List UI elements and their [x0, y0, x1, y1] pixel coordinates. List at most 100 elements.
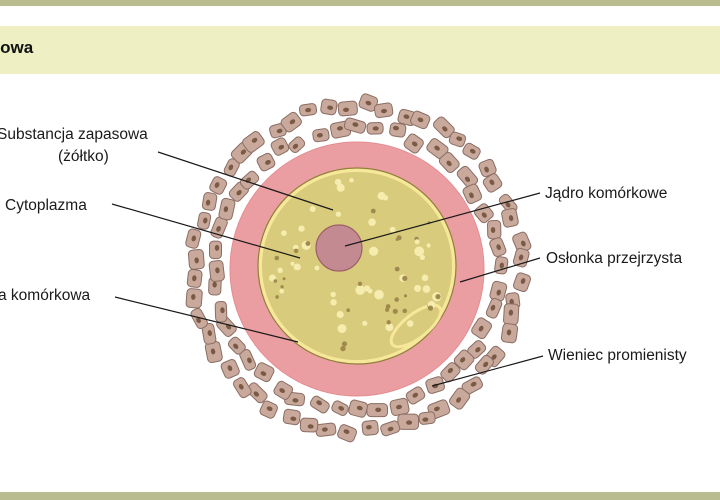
corona-cell: [403, 133, 424, 154]
cytoplasm-speck: [403, 294, 408, 298]
cytoplasm-speck: [394, 297, 400, 302]
yolk-granule: [334, 178, 342, 186]
corona-cell: [337, 424, 358, 443]
yolk-granule: [337, 324, 347, 334]
yolk-granule: [330, 291, 336, 298]
corona-cell: [269, 122, 287, 139]
yolk-granule: [363, 285, 370, 292]
corona-cell: [208, 240, 223, 260]
label-substance-line1: Substancja zapasowa: [0, 126, 148, 143]
corona-cell: [220, 358, 240, 379]
corona-cell: [494, 256, 509, 275]
corona-cell: [253, 362, 275, 383]
yolk-granule: [421, 274, 429, 282]
corona-cell: [186, 269, 203, 288]
corona-cell: [233, 377, 252, 399]
cytoplasm-speck: [357, 281, 363, 286]
page-title: ajowa: [0, 38, 34, 57]
label-zona-pellucida: Osłonka przejrzysta: [546, 250, 682, 267]
cytoplasm-speck: [274, 255, 280, 261]
corona-cell: [471, 317, 493, 340]
corona-cell: [309, 395, 330, 414]
yolk-granule: [369, 246, 379, 256]
corona-radiata: [185, 93, 532, 443]
corona-cell: [210, 216, 228, 239]
corona-cell: [273, 380, 294, 400]
corona-cell: [320, 98, 338, 116]
leader-line-cytoplasm: [111, 203, 301, 259]
corona-cell: [256, 152, 276, 172]
corona-cell: [270, 137, 290, 156]
bottom-border-bar: [0, 492, 720, 500]
cytoplasm-speck: [385, 304, 391, 309]
corona-cell: [361, 419, 379, 436]
corona-cell: [438, 151, 460, 174]
title-band: [0, 26, 720, 74]
cytoplasm-speck: [385, 307, 390, 312]
corona-cell: [343, 117, 367, 134]
corona-cell: [449, 387, 471, 410]
corona-cell: [487, 220, 502, 240]
corona-cell: [337, 100, 358, 117]
label-cytoplasm: Cytoplazma: [5, 197, 87, 214]
cytoplasm-speck: [280, 285, 284, 289]
corona-cell: [242, 131, 265, 153]
yolk-granule: [290, 261, 295, 266]
corona-cell: [512, 272, 532, 293]
corona-cell: [405, 386, 426, 405]
cytoplasm-speck: [396, 235, 402, 241]
label-nucleus: Jądro komórkowe: [545, 185, 667, 202]
corona-cell: [366, 121, 384, 135]
yolk-granule: [335, 211, 341, 217]
label-cell-membrane: a komórkowa: [0, 287, 91, 304]
top-border-bar: [0, 0, 720, 6]
corona-cell: [209, 176, 228, 195]
yolk-granule: [279, 288, 285, 294]
cytoplasm-speck: [293, 248, 299, 254]
yolk-granule: [426, 243, 431, 248]
corona-cell: [453, 349, 475, 371]
corona-cell: [380, 420, 401, 437]
cytoplasm-speck: [402, 275, 408, 281]
corona-cell: [418, 411, 436, 425]
corona-cell: [397, 413, 420, 430]
yolk-granule: [349, 177, 354, 183]
corona-cell: [474, 203, 494, 224]
yolk-granule: [330, 299, 337, 306]
corona-cell: [348, 399, 368, 418]
corona-cell: [462, 142, 481, 160]
corona-cell: [482, 173, 503, 193]
cytoplasm-speck: [273, 279, 278, 283]
cytoplasm-speck: [305, 241, 311, 246]
yolk-granule: [377, 191, 386, 200]
leader-line-zona: [459, 257, 541, 283]
corona-cell: [440, 362, 461, 383]
yolk-granule: [298, 225, 305, 232]
cytoplasm-speck: [341, 341, 348, 347]
corona-cell: [259, 400, 278, 419]
yolk-granule: [374, 289, 384, 300]
corona-cell: [485, 297, 503, 319]
yolk-granules: [269, 177, 442, 352]
corona-cell: [214, 300, 228, 323]
corona-cell: [298, 103, 318, 117]
corona-cell: [474, 354, 494, 375]
corona-cell: [315, 422, 337, 437]
corona-cell: [280, 111, 302, 133]
corona-cell: [512, 247, 530, 268]
yolk-granule: [406, 320, 414, 327]
corona-cell: [462, 183, 483, 205]
cytoplasm-speck: [427, 305, 434, 311]
cytoplasm-speck: [370, 208, 376, 214]
corona-cell: [448, 131, 467, 148]
corona-cell: [312, 128, 330, 143]
yolk-granule: [355, 285, 366, 295]
corona-cell: [187, 249, 205, 270]
corona-cell: [373, 102, 394, 119]
corona-cell: [500, 322, 519, 344]
corona-cell: [410, 110, 431, 130]
corona-cell: [246, 382, 268, 404]
corona-cell: [218, 197, 236, 221]
corona-cell: [197, 211, 212, 230]
